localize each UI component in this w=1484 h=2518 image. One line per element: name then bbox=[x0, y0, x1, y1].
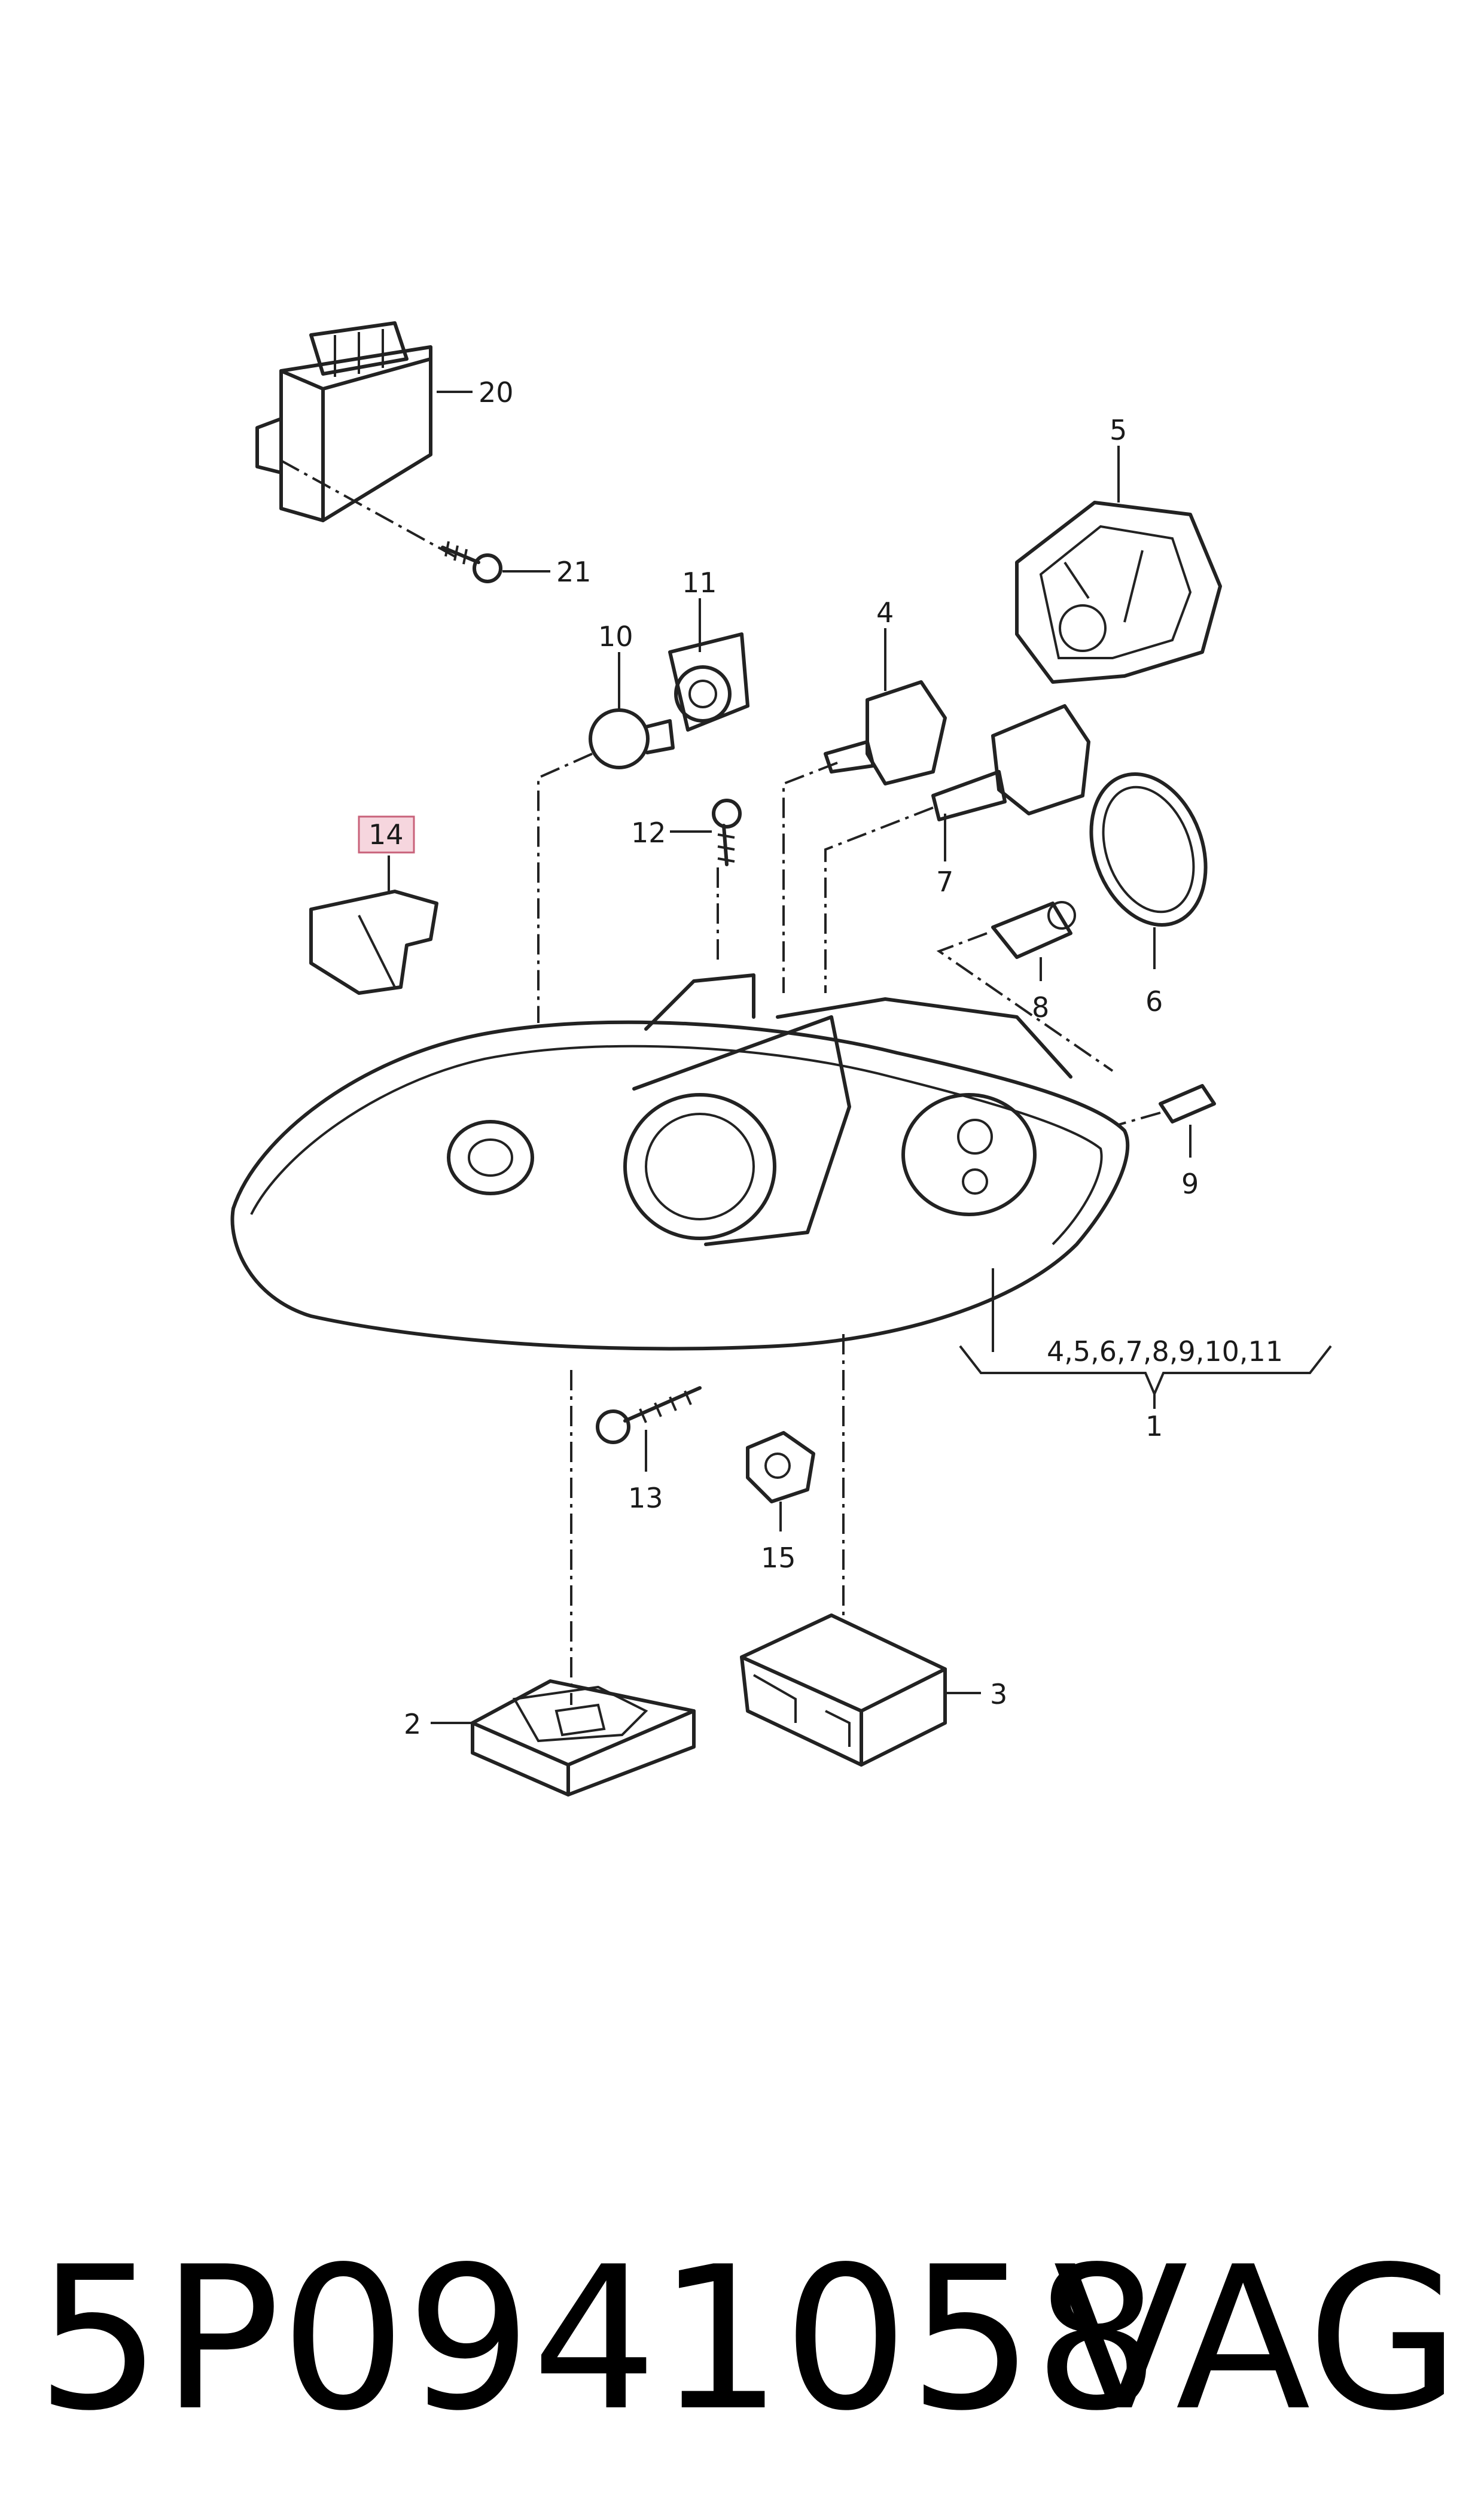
part-15-clip bbox=[746, 1334, 845, 1615]
callout-group: 4,5,6,7,8,9,10,11 bbox=[1047, 1335, 1283, 1368]
part-21-screw bbox=[441, 541, 550, 583]
footer-part-number: 5P0941058 bbox=[36, 2224, 1160, 2454]
callout-13: 13 bbox=[628, 1482, 663, 1514]
part-10-bulb bbox=[537, 652, 675, 1023]
part-20-control-module bbox=[255, 321, 473, 558]
callout-7: 7 bbox=[936, 866, 953, 898]
callout-15: 15 bbox=[761, 1542, 796, 1574]
part-6-retaining-ring bbox=[1089, 772, 1208, 969]
part-14-bracket bbox=[309, 855, 438, 995]
group-bracket-1 bbox=[959, 1345, 1332, 1409]
callout-3: 3 bbox=[990, 1678, 1007, 1710]
part-2-ignition-unit bbox=[431, 1679, 696, 1797]
part-1-headlight-housing bbox=[230, 973, 1130, 1352]
part-13-screw bbox=[570, 1370, 702, 1705]
callout-14-highlight bbox=[358, 815, 415, 854]
part-4-actuator bbox=[782, 628, 947, 993]
callout-5: 5 bbox=[1110, 414, 1127, 446]
callout-10: 10 bbox=[598, 620, 633, 653]
callout-11: 11 bbox=[682, 567, 717, 599]
callout-20: 20 bbox=[479, 376, 514, 409]
callout-9: 9 bbox=[1181, 1168, 1199, 1200]
part-12-screw bbox=[670, 799, 742, 963]
part-7-xenon-bulb bbox=[824, 704, 1090, 993]
callout-1: 1 bbox=[1145, 1410, 1163, 1442]
part-3-ballast-module bbox=[740, 1613, 981, 1767]
callout-12: 12 bbox=[631, 817, 666, 849]
callout-2: 2 bbox=[404, 1708, 421, 1740]
callout-4: 4 bbox=[876, 596, 894, 629]
part-9-small-bulb bbox=[1118, 1084, 1216, 1158]
callout-6: 6 bbox=[1145, 985, 1163, 1018]
callout-21: 21 bbox=[556, 556, 592, 588]
part-11-bulb-socket bbox=[668, 598, 749, 732]
part-5-cover-cap bbox=[1015, 446, 1222, 684]
callout-8: 8 bbox=[1032, 991, 1049, 1024]
callout-14: 14 bbox=[368, 818, 404, 851]
part-8-bulb-holder bbox=[936, 901, 1114, 1072]
footer-brand: VAG bbox=[1053, 2224, 1460, 2454]
